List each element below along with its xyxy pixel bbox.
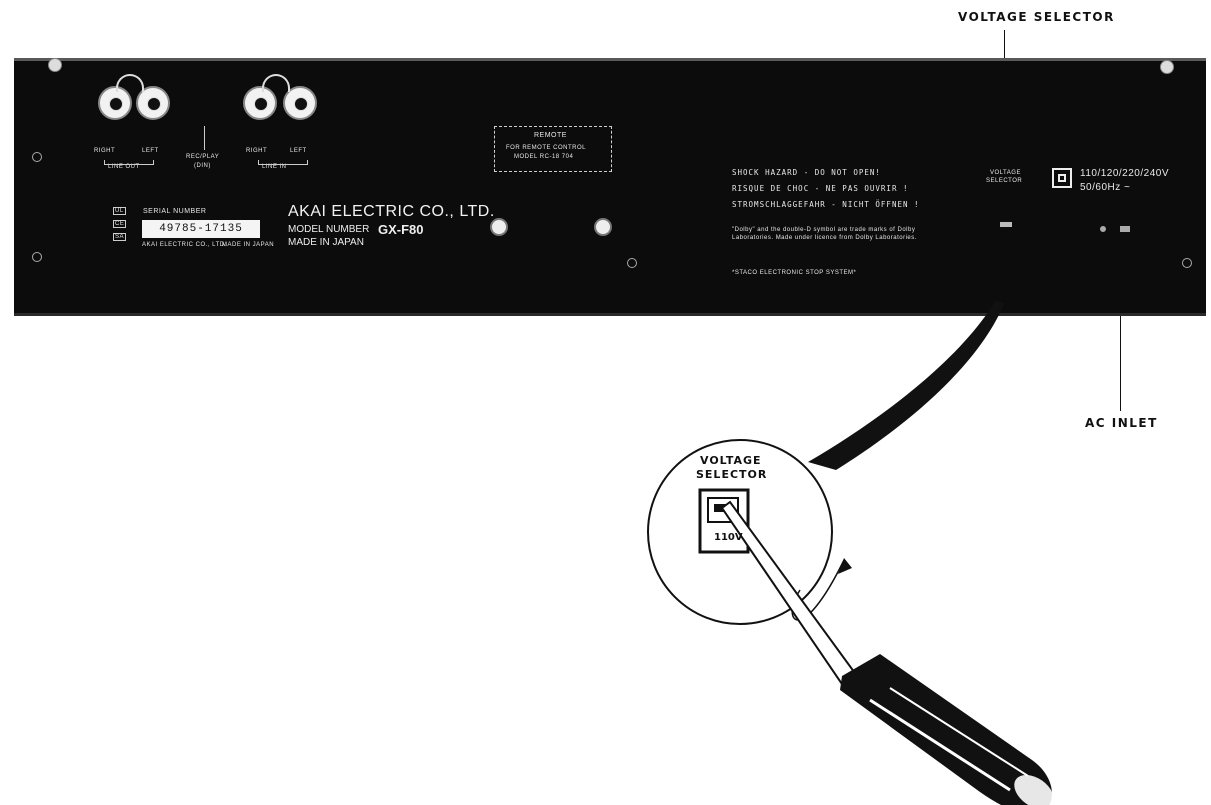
ac-inlet-callout: AC INLET xyxy=(1085,416,1158,430)
line-out-link-icon xyxy=(116,74,144,92)
line-in-right-label: RIGHT xyxy=(246,148,268,154)
warning-de: STROMSCHLAGGEFAHR - NICHT ÖFFNEN ! xyxy=(732,200,920,209)
screw-icon xyxy=(1160,60,1174,74)
model-number: GX-F80 xyxy=(378,222,424,237)
made-in-label: MADE IN JAPAN xyxy=(288,237,364,248)
voltage-spec: 110/120/220/240V xyxy=(1080,168,1170,179)
warning-fr: RISQUE DE CHOC - NE PAS OUVRIR ! xyxy=(732,184,909,193)
remote-line2: FOR REMOTE CONTROL xyxy=(506,145,587,151)
line-out-right-label: RIGHT xyxy=(94,148,116,154)
brand-name: AKAI ELECTRIC CO., LTD. xyxy=(288,203,495,220)
voltage-selector-callout: VOLTAGE SELECTOR xyxy=(958,10,1115,24)
line-in-group-label: LINE IN xyxy=(262,164,287,170)
screw-icon xyxy=(32,152,42,162)
ac-inlet-socket[interactable] xyxy=(1096,218,1136,242)
rec-play-leader xyxy=(204,126,205,150)
screwdriver-handle-icon xyxy=(840,654,1054,805)
line-out-bracket xyxy=(104,160,154,165)
magnifier-tail xyxy=(808,300,1004,470)
line-out-group-label: LINE OUT xyxy=(108,164,140,170)
inset-voltage-label: VOLTAGE xyxy=(700,454,762,467)
inset-selector-label: SELECTOR xyxy=(696,468,768,481)
freq-spec: 50/60Hz ~ xyxy=(1080,182,1131,193)
screw-icon xyxy=(32,252,42,262)
ul-mark: UL xyxy=(113,207,126,215)
remote-jack-right[interactable] xyxy=(594,218,612,236)
warning-en: SHOCK HAZARD - DO NOT OPEN! xyxy=(732,168,881,177)
ac-inlet-leader xyxy=(1120,315,1121,411)
line-in-bracket xyxy=(258,160,308,165)
panel-selector-label: SELECTOR xyxy=(986,178,1023,184)
line-in-link-icon xyxy=(262,74,290,92)
screw-icon xyxy=(48,58,62,72)
remote-title: REMOTE xyxy=(534,132,567,139)
rec-play-din-label: (DIN) xyxy=(194,163,211,169)
power-symbol-icon xyxy=(1052,168,1072,188)
system-note: *STACO ELECTRONIC STOP SYSTEM* xyxy=(732,270,857,276)
dolby-note: "Dolby" and the double-D symbol are trad… xyxy=(732,227,917,241)
panel-voltage-label: VOLTAGE xyxy=(990,170,1021,176)
line-in-left-label: LEFT xyxy=(290,148,307,154)
screw-icon xyxy=(627,258,637,268)
ce-mark: CE xyxy=(113,220,127,228)
serial-number: 49785-17135 xyxy=(142,220,260,238)
remote-jack-left[interactable] xyxy=(490,218,508,236)
serial-footer-right: MADE IN JAPAN xyxy=(222,242,275,248)
screw-icon xyxy=(1182,258,1192,268)
remote-line3: MODEL RC-18 704 xyxy=(514,154,574,160)
rear-panel xyxy=(14,58,1206,316)
csa-mark: SA xyxy=(113,233,127,241)
serial-footer-left: AKAI ELECTRIC CO., LTD. xyxy=(142,242,227,248)
remote-box xyxy=(494,126,612,172)
line-out-left-label: LEFT xyxy=(142,148,159,154)
inset-setting-label: 110V xyxy=(714,532,743,543)
rec-play-label: REC/PLAY xyxy=(186,154,220,160)
panel-voltage-switch[interactable] xyxy=(1000,222,1012,227)
line-in-right-jack[interactable] xyxy=(243,86,277,120)
serial-label: SERIAL NUMBER xyxy=(143,208,207,215)
model-label: MODEL NUMBER xyxy=(288,224,370,235)
